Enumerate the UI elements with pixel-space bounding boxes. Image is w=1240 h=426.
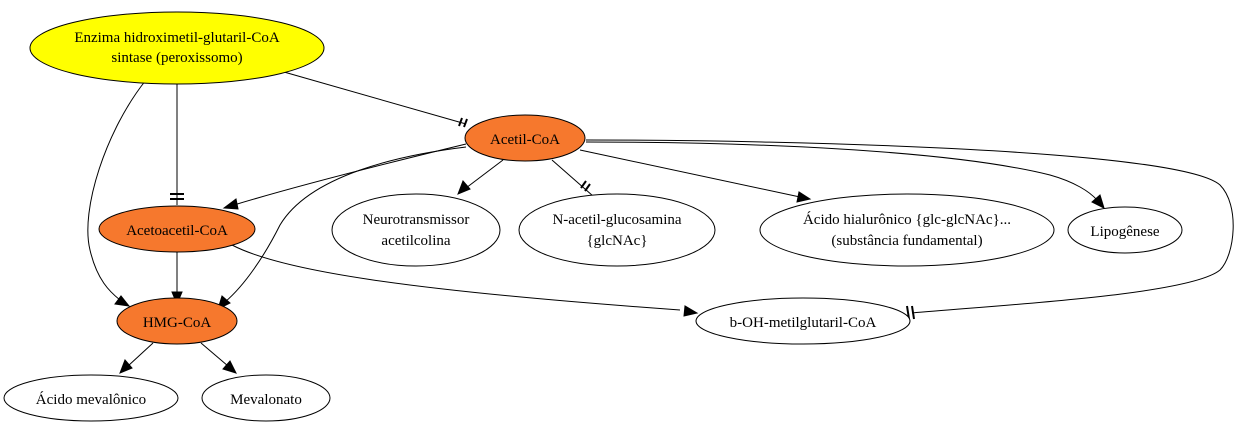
node-acido-hialuronico-label-2: (substância fundamental) [831,233,982,249]
node-acido-mevalonico-label: Ácido mevalônico [36,391,146,408]
node-n-acetil-glucosamina-label-1: N-acetil-glucosamina [552,212,681,228]
edge-acetil-to-neuro [457,159,504,195]
node-acetoacetil-coa: Acetoacetil-CoA [98,205,256,253]
node-n-acetil-glucosamina-label-2: {glcNAc} [586,233,647,249]
node-hmg-coa-label: HMG-CoA [143,315,212,331]
node-b-oh-metilglutaril-coa-label: b-OH-metilglutaril-CoA [730,315,877,331]
node-enzyme-shape [29,11,325,85]
edge-acetil-to-hialuronico [579,149,812,203]
node-acido-hialuronico-shape [759,193,1055,267]
node-enzyme: Enzima hidroximetil-glutaril-CoA sintase… [29,11,325,85]
edge-acetil-to-lipogenese [585,141,1105,209]
node-n-acetil-glucosamina-shape [518,193,716,267]
edge-enzyme-to-hmg [87,79,147,307]
node-neurotransmissor-label-2: acetilcolina [381,233,450,249]
edge-acetoacetil-to-hmg [171,250,183,306]
node-mevalonato: Mevalonato [201,374,331,422]
node-acetoacetil-coa-label: Acetoacetil-CoA [126,223,228,239]
edge-hmg-to-mevalonico [119,342,154,374]
node-neurotransmissor-label-1: Neurotransmissor [363,212,470,228]
node-neurotransmissor: Neurotransmissor acetilcolina [331,193,501,267]
node-lipogenese-shape [1067,206,1183,254]
edge-hmg-to-mevalonato [200,342,237,374]
node-b-oh-metilglutaril-coa-shape [695,297,911,345]
node-n-acetil-glucosamina: N-acetil-glucosamina {glcNAc} [518,193,716,267]
node-acetil-coa: Acetil-CoA [464,114,586,162]
node-lipogenese: Lipogênese [1067,206,1183,254]
edge-acetil-to-nacetil [551,159,594,197]
node-hmg-coa-shape [116,297,238,345]
node-hmg-coa: HMG-CoA [116,297,238,345]
edge-acetoacetil-to-bohmg [231,244,699,317]
node-acetil-coa-shape [464,114,586,162]
node-mevalonato-label: Mevalonato [230,392,302,408]
node-lipogenese-label: Lipogênese [1090,224,1159,240]
node-b-oh-metilglutaril-coa: b-OH-metilglutaril-CoA [695,297,911,345]
node-acetil-coa-label: Acetil-CoA [490,132,560,148]
node-neurotransmissor-shape [331,193,501,267]
edge-enzyme-to-acetoacetil [170,83,184,205]
node-enzyme-label-1: Enzima hidroximetil-glutaril-CoA [74,30,280,46]
edge-enzyme-to-acetil [283,71,468,128]
node-mevalonato-shape [201,374,331,422]
node-acido-mevalonico-shape [3,374,179,422]
node-acido-hialuronico: Ácido hialurônico {glc-glcNAc}... (subst… [759,193,1055,267]
node-acido-mevalonico: Ácido mevalônico [3,374,179,422]
node-enzyme-label-2: sintase (peroxissomo) [111,50,242,66]
node-acetoacetil-coa-shape [98,205,256,253]
node-acido-hialuronico-label-1: Ácido hialurônico {glc-glcNAc}... [803,211,1011,228]
